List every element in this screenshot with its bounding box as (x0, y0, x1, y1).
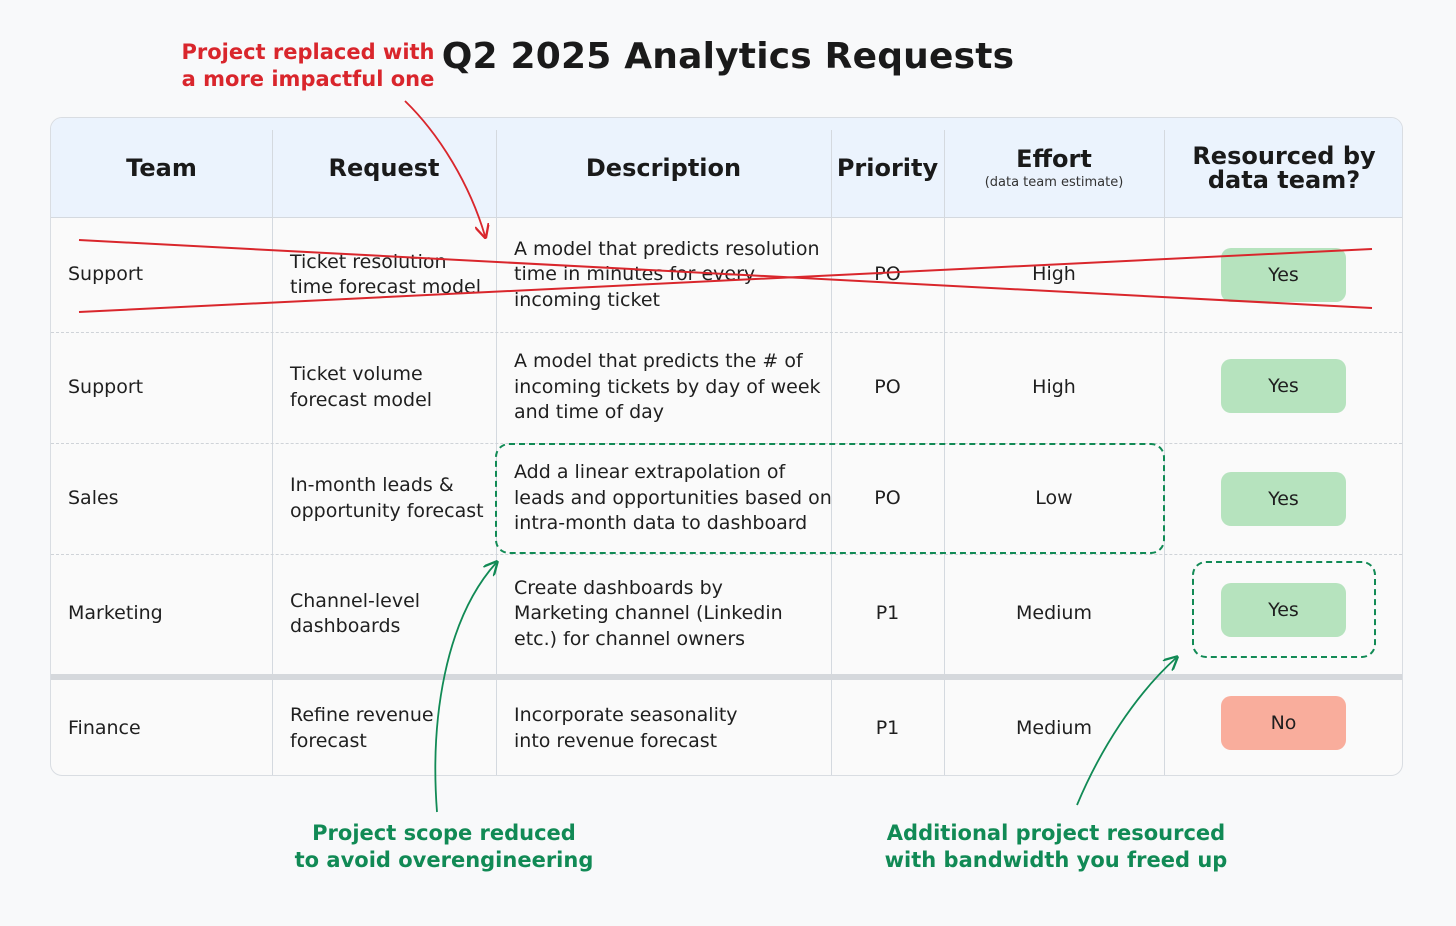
row-4-team: Marketing (68, 602, 163, 625)
scope-reduced-highlight (495, 443, 1165, 554)
row-3-team: Sales (68, 486, 119, 509)
row-5-priority: P1 (875, 716, 900, 739)
row-5-effort: Medium (1016, 716, 1092, 739)
header-effort: Effort (data team estimate) (984, 145, 1124, 190)
column-divider (831, 130, 832, 775)
annotation-additional-resourced: Additional project resourced with bandwi… (884, 821, 1228, 872)
annotation-scope-reduced: Project scope reduced to avoid overengin… (294, 821, 594, 872)
page-title: Q2 2025 Analytics Requests (441, 36, 1015, 77)
row-3-effort: Low (1035, 486, 1073, 509)
section-divider (51, 674, 1402, 680)
requests-table: Team Request Description Priority Effort… (50, 117, 1403, 776)
row-2-team: Support (68, 375, 144, 398)
additional-resourced-highlight (1192, 561, 1376, 658)
row-1-effort: High (1032, 263, 1076, 286)
header-priority: Priority (836, 153, 939, 182)
row-3-resourced-badge: Yes (1221, 472, 1346, 526)
row-3-priority: PO (874, 486, 901, 509)
row-5-resourced-badge: No (1221, 696, 1346, 750)
row-divider (51, 332, 1402, 333)
header-resourced: Resourced by data team? (1192, 141, 1376, 194)
row-1-resourced-badge: Yes (1221, 248, 1346, 302)
header-description: Description (585, 153, 742, 182)
row-2-priority: PO (874, 375, 901, 398)
table-header (51, 118, 1402, 218)
row-1-priority: PO (874, 263, 901, 286)
column-divider (272, 130, 273, 775)
column-divider (944, 130, 945, 775)
row-2-effort: High (1032, 375, 1076, 398)
annotation-replaced: Project replaced with a more impactful o… (181, 40, 435, 91)
row-4-priority: P1 (875, 602, 900, 625)
row-4-resourced-badge: Yes (1221, 583, 1346, 637)
row-3-request: In-month leads &opportunity forecast (290, 474, 484, 522)
row-divider (51, 554, 1402, 555)
row-5-team: Finance (68, 716, 141, 739)
header-effort-subtitle: (data team estimate) (984, 175, 1124, 190)
row-4-effort: Medium (1016, 602, 1092, 625)
header-team: Team (126, 153, 197, 182)
header-request: Request (328, 153, 440, 182)
row-2-resourced-badge: Yes (1221, 359, 1346, 413)
row-1-team: Support (68, 263, 144, 286)
